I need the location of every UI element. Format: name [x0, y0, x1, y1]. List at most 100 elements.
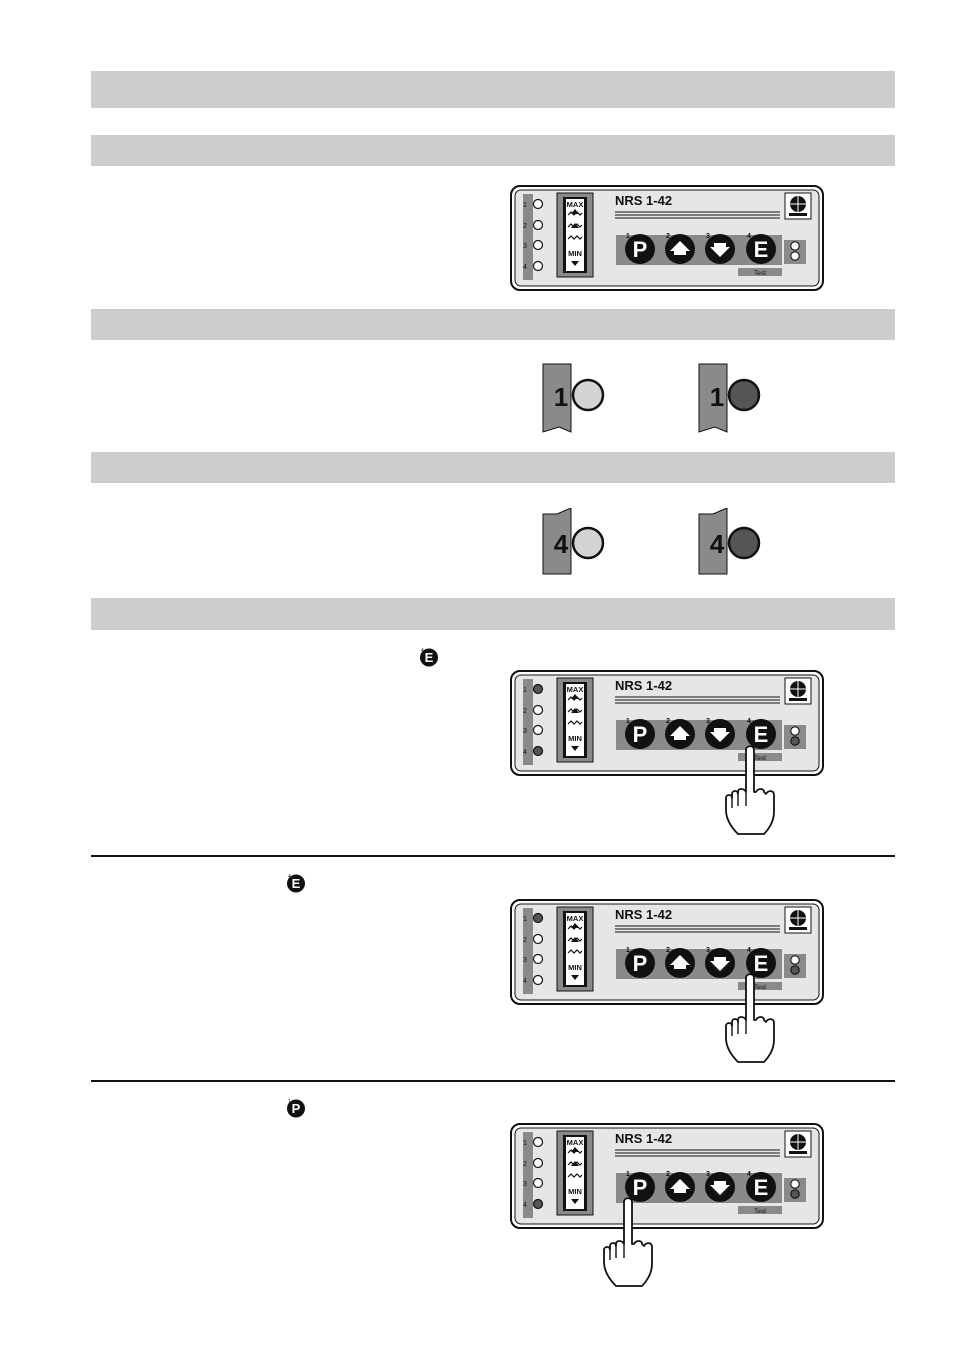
key-letter: E — [754, 722, 769, 747]
key-number: 4 — [747, 718, 751, 725]
level-led-number: 4 — [523, 749, 527, 756]
key-p-button[interactable]: P — [625, 948, 655, 978]
led-number-label: 4 — [710, 529, 725, 559]
led-4-on-figure: 4 — [698, 508, 761, 575]
test-label: Test — [754, 1208, 766, 1215]
level-min-label: MIN — [568, 734, 582, 743]
led-on-indicator — [727, 378, 761, 412]
key-e-inline-icon: E 4 — [287, 874, 305, 893]
key-e-button[interactable]: E — [746, 948, 776, 978]
level-led-number: 2 — [523, 223, 527, 230]
level-led-4 — [532, 745, 544, 757]
led-off-indicator — [571, 526, 605, 560]
led-1-off-figure: 1 — [542, 363, 605, 433]
level-max-label: MAX — [567, 914, 584, 923]
led-1-on-figure: 1 — [698, 363, 761, 433]
led-number-label: 1 — [554, 382, 568, 412]
step-separator-2 — [91, 1080, 895, 1082]
level-led-number: 1 — [523, 916, 527, 923]
key-up-button[interactable] — [665, 719, 695, 749]
key-up-button[interactable] — [665, 948, 695, 978]
test-label: Test — [754, 270, 766, 277]
level-min-label: MIN — [568, 963, 582, 972]
key-p-inline-letter: P — [292, 1101, 301, 1116]
pointing-hand-icon — [722, 744, 778, 840]
level-led-number: 3 — [523, 957, 527, 964]
key-p-button[interactable]: P — [625, 234, 655, 264]
level-led-3 — [532, 953, 544, 965]
key-number: 2 — [666, 718, 670, 725]
level-led-2 — [532, 1157, 544, 1169]
led-4-off-figure: 4 — [542, 508, 605, 575]
arrow-down-icon — [710, 732, 730, 742]
key-letter: P — [633, 951, 648, 976]
step-separator-1 — [91, 855, 895, 857]
level-led-number: 3 — [523, 1181, 527, 1188]
level-led-number: 2 — [523, 937, 527, 944]
level-led-1 — [532, 912, 544, 924]
level-max-label: MAX — [567, 200, 584, 209]
level-led-number: 1 — [523, 687, 527, 694]
key-letter: P — [633, 722, 648, 747]
key-down-button[interactable] — [705, 234, 735, 264]
key-number: 1 — [626, 718, 630, 725]
key-e-button[interactable]: E — [746, 234, 776, 264]
model-label: NRS 1-42 — [615, 907, 672, 922]
status-led-2 — [790, 1189, 800, 1199]
key-p-button[interactable]: P — [625, 719, 655, 749]
key-e-inline-number: 4 — [288, 874, 291, 880]
key-p-button[interactable]: P — [625, 1172, 655, 1202]
key-down-button[interactable] — [705, 948, 735, 978]
level-led-number: 2 — [523, 708, 527, 715]
section-band-3 — [91, 309, 895, 340]
level-led-number: 1 — [523, 1140, 527, 1147]
pointing-hand-icon — [722, 972, 778, 1068]
key-down-button[interactable] — [705, 1172, 735, 1202]
arrow-up-icon — [670, 241, 690, 251]
arrow-up-icon — [670, 955, 690, 965]
arrow-down-icon — [710, 1185, 730, 1195]
key-number: 3 — [706, 947, 710, 954]
level-led-number: 4 — [523, 978, 527, 985]
arrow-down-icon — [710, 247, 730, 257]
key-up-button[interactable] — [665, 1172, 695, 1202]
status-led-2 — [790, 736, 800, 746]
status-led-2 — [790, 251, 800, 261]
level-led-number: 1 — [523, 202, 527, 209]
level-led-1 — [532, 1136, 544, 1148]
key-e-inline-letter: E — [292, 876, 301, 891]
pointing-hand-icon — [600, 1196, 656, 1292]
arrow-down-icon — [710, 961, 730, 971]
key-e-button[interactable]: E — [746, 1172, 776, 1202]
model-label: NRS 1-42 — [615, 678, 672, 693]
level-led-number: 4 — [523, 264, 527, 271]
key-p-inline-number: 1 — [288, 1099, 291, 1105]
status-led-1 — [790, 955, 800, 965]
level-led-2 — [532, 704, 544, 716]
key-e-button[interactable]: E — [746, 719, 776, 749]
level-led-2 — [532, 219, 544, 231]
key-letter: P — [633, 1175, 648, 1200]
model-label: NRS 1-42 — [615, 1131, 672, 1146]
status-led-1 — [790, 241, 800, 251]
key-number: 4 — [747, 233, 751, 240]
level-led-3 — [532, 724, 544, 736]
key-down-button[interactable] — [705, 719, 735, 749]
level-min-label: MIN — [568, 1187, 582, 1196]
key-number: 2 — [666, 947, 670, 954]
level-led-1 — [532, 683, 544, 695]
level-min-label: MIN — [568, 249, 582, 258]
key-up-button[interactable] — [665, 234, 695, 264]
key-number: 1 — [626, 947, 630, 954]
led-number-label: 4 — [554, 529, 569, 559]
key-number: 1 — [626, 233, 630, 240]
status-led-2 — [790, 965, 800, 975]
led-number-label: 1 — [710, 382, 724, 412]
key-p-inline-icon: P 1 — [287, 1099, 305, 1118]
section-band-4 — [91, 452, 895, 483]
key-number: 3 — [706, 718, 710, 725]
